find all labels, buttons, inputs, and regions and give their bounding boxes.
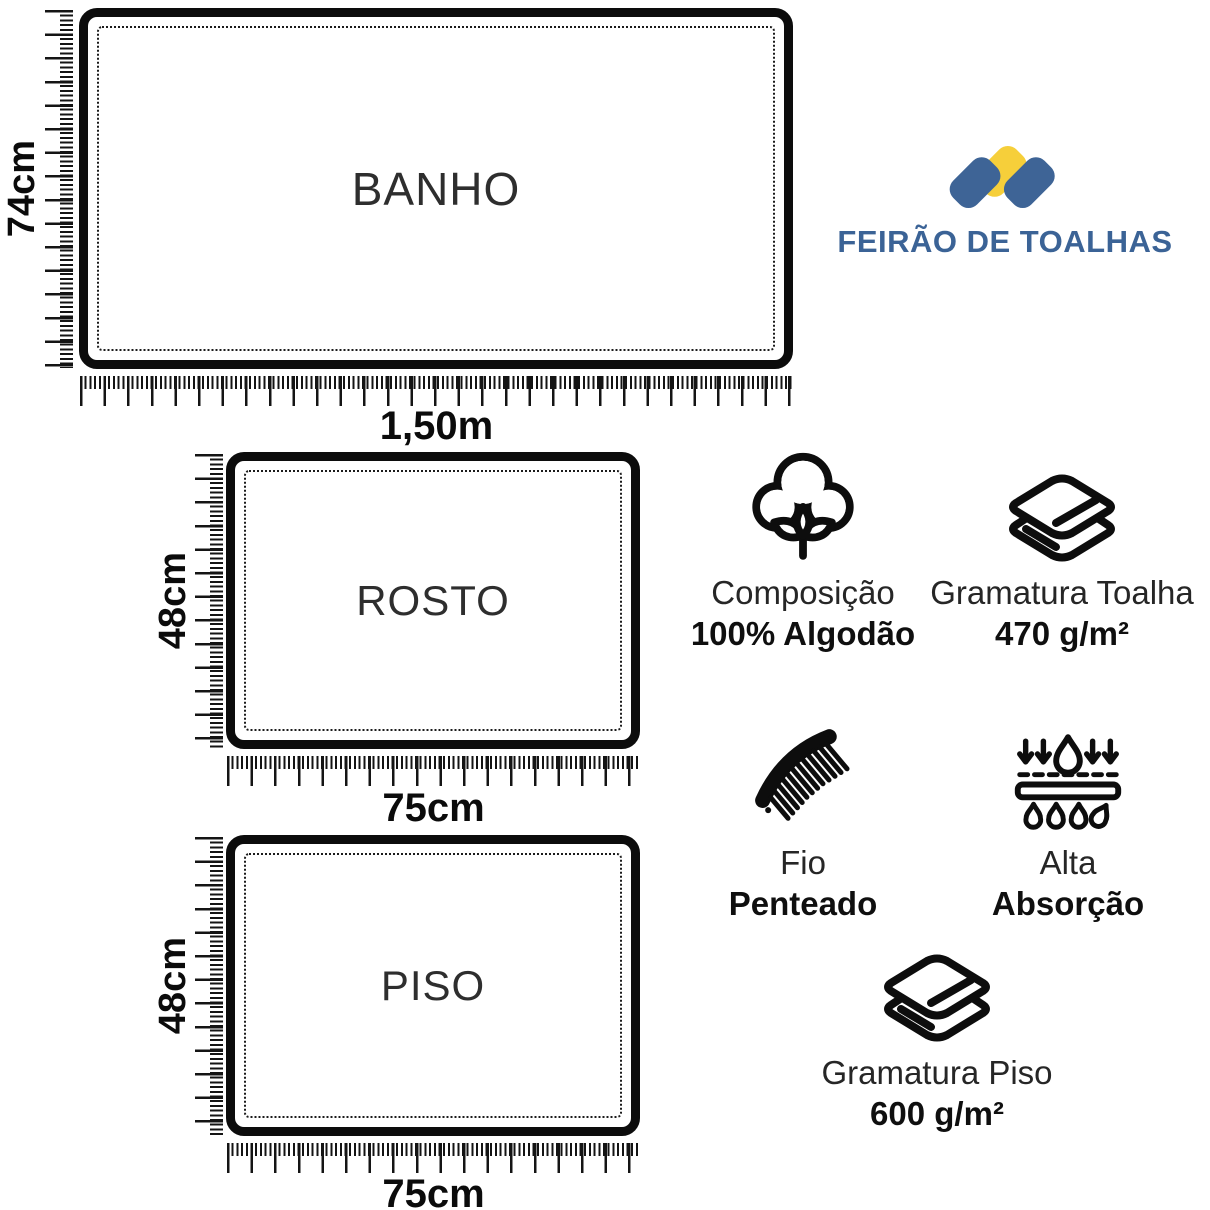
banho-height-label: 74cm [0, 10, 45, 368]
rosto-height-text: 48cm [152, 552, 194, 650]
brand-logo-icon [949, 145, 1055, 209]
piso-rectangle: PISO [226, 835, 640, 1136]
feature-title: Composição [711, 574, 895, 611]
feature-title: Alta [1039, 844, 1097, 881]
feature-fio: Fio Penteado [653, 713, 953, 923]
feature-title: Gramatura Piso [821, 1054, 1053, 1091]
folded-towel-icon [912, 443, 1210, 567]
cotton-icon [653, 443, 953, 567]
brand-name: FEIRÃO DE TOALHAS [837, 224, 1173, 259]
feature-value: 470 g/m² [995, 614, 1129, 652]
piso-horizontal-ruler [227, 1143, 640, 1173]
brand-logo: FEIRÃO DE TOALHAS [828, 132, 1182, 260]
feature-title: Gramatura Toalha [930, 574, 1194, 611]
banho-rectangle: BANHO [79, 8, 793, 369]
feature-gramatura-toalha: Gramatura Toalha 470 g/m² [912, 443, 1210, 653]
feature-value: 100% Algodão [690, 614, 916, 652]
piso-vertical-ruler [195, 837, 223, 1135]
banho-label: BANHO [351, 162, 521, 215]
rosto-vertical-ruler [195, 454, 223, 748]
rosto-horizontal-ruler [227, 756, 640, 786]
banho-stitch-border [97, 26, 775, 351]
feature-value: Absorção [991, 884, 1145, 922]
feature-value: Penteado [728, 884, 878, 922]
piso-stitch-border [244, 853, 622, 1118]
water-absorption-icon [918, 713, 1210, 837]
piso-width-label: 75cm [382, 1172, 485, 1210]
banho-width-label: 1,50m [379, 404, 494, 448]
feature-title: Fio [780, 844, 826, 881]
piso-height-label: 48cm [152, 837, 195, 1135]
feature-gramatura-piso: Gramatura Piso 600 g/m² [787, 923, 1087, 1133]
piso-label: PISO [380, 961, 486, 1009]
feature-composicao: Composição 100% Algodão [653, 443, 953, 653]
folded-towel-icon [787, 923, 1087, 1047]
feature-value: 600 g/m² [870, 1094, 1004, 1132]
banho-vertical-ruler [45, 10, 73, 368]
rosto-width-label: 75cm [382, 786, 485, 830]
rosto-label: ROSTO [356, 576, 510, 624]
banho-height-text: 74cm [1, 140, 43, 238]
banho-horizontal-ruler [80, 376, 793, 406]
comb-icon [653, 713, 953, 837]
rosto-rectangle: ROSTO [226, 452, 640, 749]
rosto-height-label: 48cm [152, 454, 195, 748]
feature-absorcao: Alta Absorção [918, 713, 1210, 923]
rosto-stitch-border [244, 470, 622, 731]
piso-height-text: 48cm [152, 937, 194, 1035]
